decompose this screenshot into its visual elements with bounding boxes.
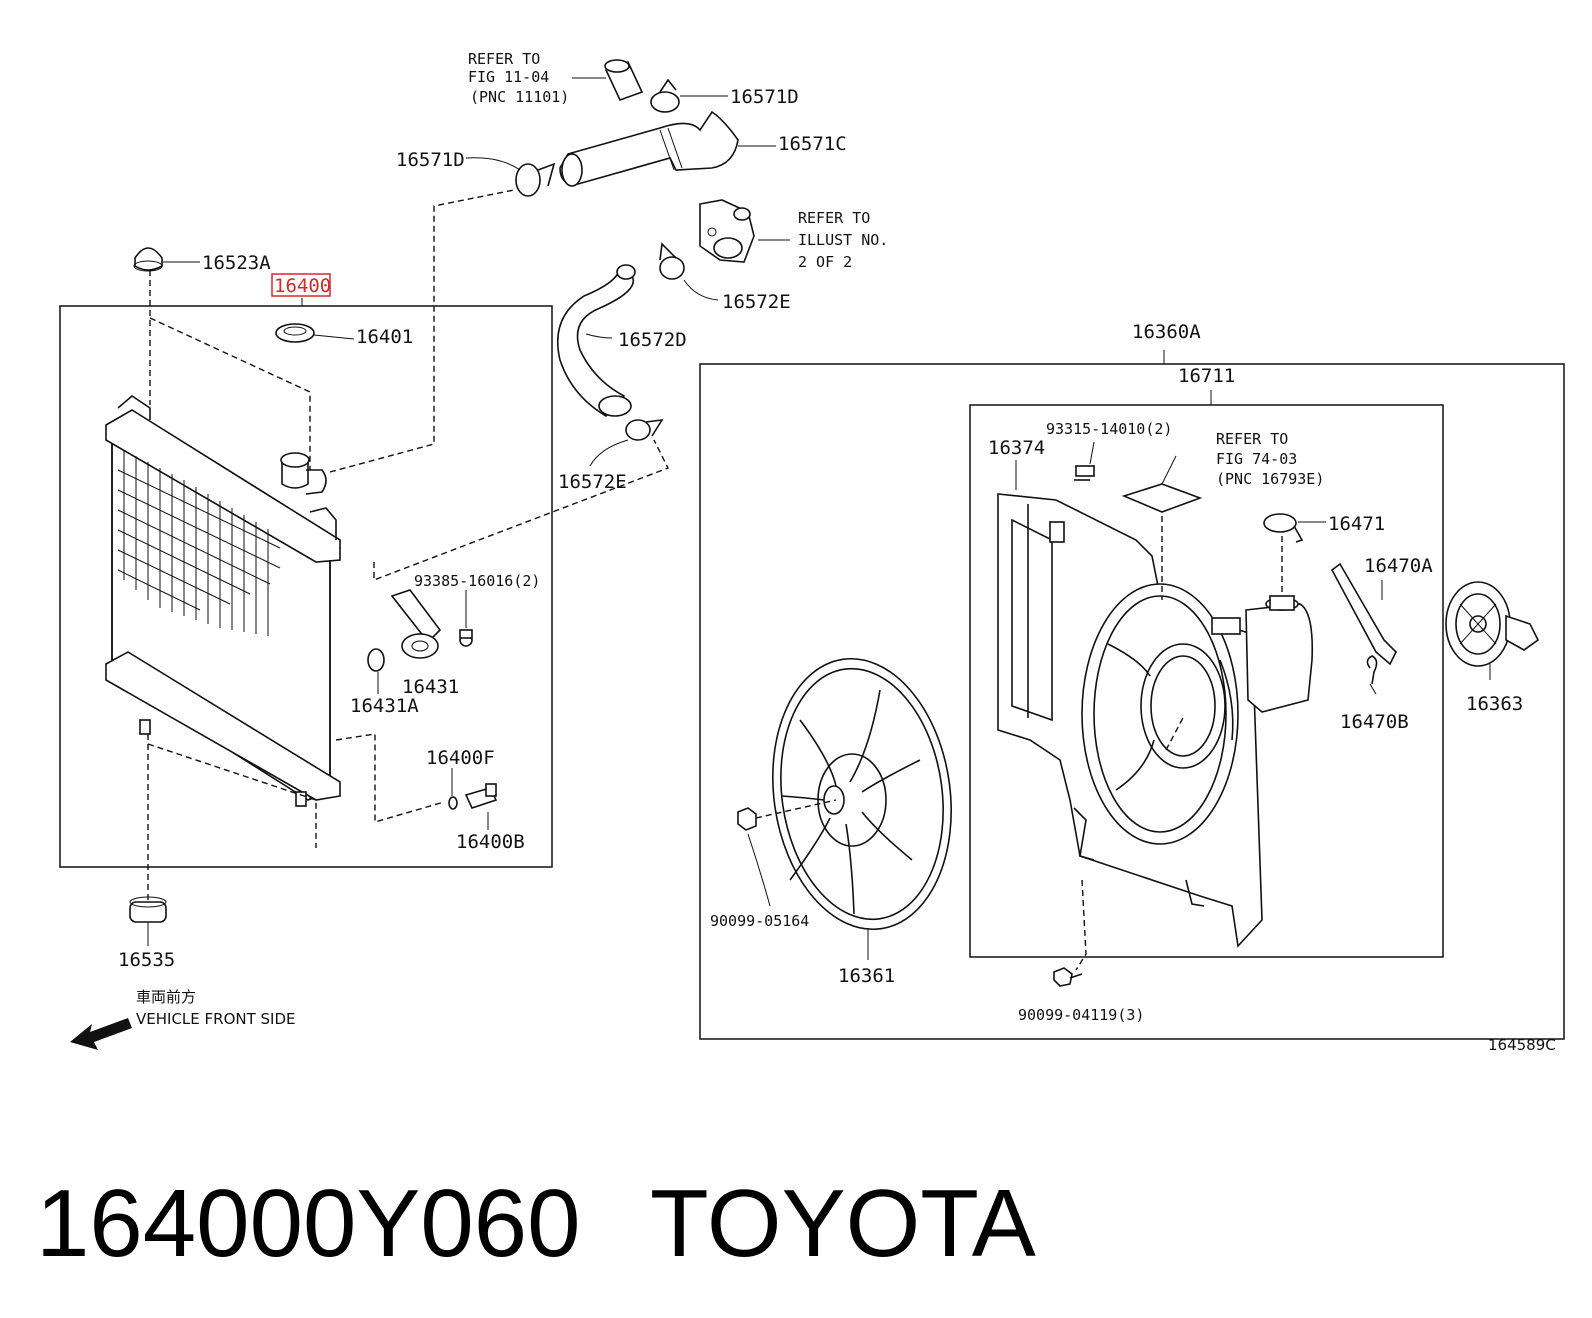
part-16400: 16400	[274, 275, 331, 297]
part-16523A: 16523A	[202, 252, 271, 274]
refer-fig-74-03-line3: (PNC 16793E)	[1216, 470, 1324, 488]
part-16572E-upper: 16572E	[722, 291, 791, 313]
part-16471: 16471	[1328, 513, 1385, 535]
part-16431: 16431	[402, 676, 459, 698]
water-inlet-housing	[699, 199, 790, 263]
refer-fig-11-04-line3: (PNC 11101)	[470, 88, 569, 106]
brand-caption: TOYOTA	[650, 1170, 1036, 1277]
radiator-cap[interactable]	[275, 323, 355, 343]
fan-motor[interactable]	[1445, 581, 1540, 680]
fan-blade[interactable]	[756, 647, 968, 960]
part-16571D-left: 16571D	[396, 149, 465, 171]
hose-clamp-lower-b[interactable]	[589, 418, 664, 467]
highlight-box	[271, 273, 331, 297]
label-pad	[1121, 483, 1203, 513]
overflow-hose[interactable]	[1330, 562, 1397, 666]
part-16360A: 16360A	[1132, 321, 1201, 343]
radiator-group-box	[59, 305, 553, 868]
part-16363: 16363	[1466, 693, 1523, 715]
radiator-leaders	[147, 189, 669, 900]
part-16400B: 16400B	[456, 831, 525, 853]
reservoir-cap[interactable]	[1263, 513, 1326, 543]
hose-clamp-lower-a[interactable]	[659, 242, 719, 301]
part-16431A: 16431A	[350, 695, 419, 717]
part-93315: 93315-14010(2)	[1046, 420, 1172, 438]
part-16571D-upper: 16571D	[730, 86, 799, 108]
refer-illust-line1: REFER TO	[798, 209, 870, 227]
hose-clamp-left[interactable]	[465, 157, 556, 197]
drain-plug[interactable]	[448, 783, 498, 810]
part-16400F: 16400F	[426, 747, 495, 769]
vehicle-front-en: VEHICLE FRONT SIDE	[136, 1010, 296, 1028]
o-ring[interactable]	[367, 648, 385, 672]
fan-leaders	[755, 516, 1377, 971]
part-number-caption: 164000Y060	[36, 1170, 581, 1277]
labels: REFER TO FIG 11-04 (PNC 11101) 16571D 16…	[118, 50, 1556, 1054]
hose-clip[interactable]	[1366, 655, 1378, 685]
part-16470A: 16470A	[1364, 555, 1433, 577]
shroud-bolt-lower[interactable]	[1053, 967, 1083, 987]
vehicle-front-jp: 車両前方	[136, 988, 196, 1006]
hose-clamp-upper[interactable]	[650, 78, 728, 113]
refer-fig-74-03-line1: REFER TO	[1216, 430, 1288, 448]
part-16571C: 16571C	[778, 133, 847, 155]
refer-fig-11-04-line2: FIG 11-04	[468, 68, 549, 86]
part-16535: 16535	[118, 949, 175, 971]
part-16572E-lower: 16572E	[558, 471, 627, 493]
part-16711: 16711	[1178, 365, 1235, 387]
shroud-bolt-upper[interactable]	[1074, 441, 1095, 481]
fan-shroud[interactable]	[997, 493, 1263, 948]
arrow-left-down-icon	[70, 1018, 132, 1050]
part-90099-05164: 90099-05164	[710, 912, 809, 930]
lower-cushion[interactable]	[129, 896, 167, 923]
upper-cushion[interactable]	[133, 247, 200, 272]
reservoir-tank[interactable]	[1245, 595, 1314, 713]
fan-assembly-box	[699, 363, 1565, 1040]
part-16401: 16401	[356, 326, 413, 348]
fan-nut[interactable]	[737, 807, 771, 907]
radiator-core	[105, 394, 342, 807]
refer-fig-11-04-line1: REFER TO	[468, 50, 540, 68]
refer-illust-line2: ILLUST NO.	[798, 231, 888, 249]
shroud-box	[969, 404, 1444, 958]
part-16374: 16374	[988, 437, 1045, 459]
part-16361: 16361	[838, 965, 895, 987]
radiator-upper-hose[interactable]	[559, 110, 776, 187]
refer-illust-line3: 2 OF 2	[798, 253, 852, 271]
part-93385: 93385-16016(2)	[414, 572, 540, 590]
inlet-pipe	[604, 59, 644, 102]
figure-id: 164589C	[1488, 1036, 1556, 1054]
part-16572D: 16572D	[618, 329, 687, 351]
water-outlet-pipe[interactable]	[390, 589, 473, 659]
refer-fig-74-03-line2: FIG 74-03	[1216, 450, 1297, 468]
radiator-lower-hose[interactable]	[556, 264, 636, 418]
part-16470B: 16470B	[1340, 711, 1409, 733]
part-90099-04119: 90099-04119(3)	[1018, 1006, 1144, 1024]
